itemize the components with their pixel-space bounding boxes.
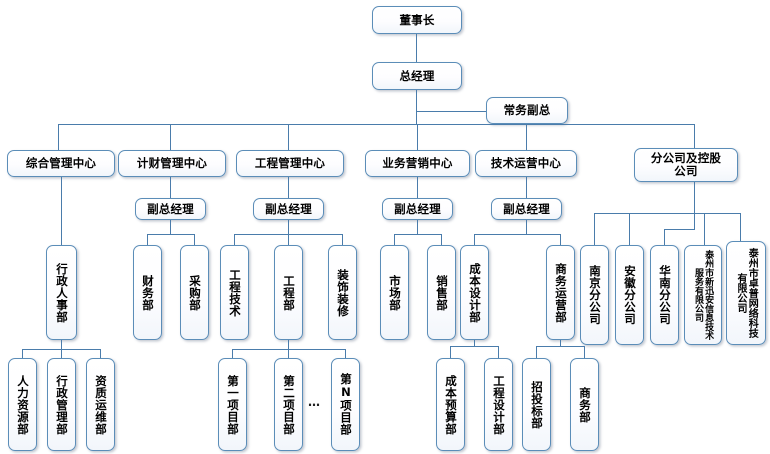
- node-dept-sales[interactable]: 销售部: [427, 245, 456, 340]
- node-dept-business-ops[interactable]: 商务运营部: [546, 245, 575, 340]
- node-dept-decoration[interactable]: 装饰装修: [328, 245, 357, 340]
- node-dept-business[interactable]: 商务部: [570, 358, 599, 451]
- connector-deputy-marketing-bus: [394, 234, 441, 236]
- connector-bus-to-branch-holding: [694, 124, 696, 150]
- connector-chairman-to-gm: [416, 34, 418, 62]
- connector-main-bus: [58, 124, 695, 126]
- node-branch-holding-companies[interactable]: 分公司及控股 公司: [634, 148, 738, 182]
- connector-admin-hr-stem: [61, 340, 63, 349]
- node-dept-admin-hr[interactable]: 行政人事部: [46, 245, 77, 340]
- connector-to-business-dept: [584, 346, 586, 358]
- connector-deputy-tech-stem: [526, 220, 528, 234]
- node-dept-eng-tech[interactable]: 工程技术: [220, 245, 249, 340]
- connector-to-project-dept-2: [288, 349, 290, 358]
- connector-to-market-dept: [394, 234, 396, 245]
- connector-bus-to-general-admin: [58, 124, 60, 150]
- connector-business-ops-bus: [536, 346, 584, 348]
- connector-to-engineering-dept: [288, 234, 290, 245]
- connector-deputy-tech-bus: [474, 234, 560, 236]
- node-dept-eng-design[interactable]: 工程设计部: [484, 358, 513, 451]
- connector-to-sales-dept: [441, 234, 443, 245]
- node-deputy-gm-tech[interactable]: 副总经理: [491, 198, 562, 220]
- node-dept-qualification-ops[interactable]: 资质运维部: [86, 358, 115, 451]
- node-dept-hr[interactable]: 人力资源部: [8, 358, 37, 451]
- node-dept-engineering[interactable]: 工程部: [274, 245, 303, 340]
- connector-to-hr-dept: [22, 349, 24, 358]
- node-branch-nanjing[interactable]: 南京分公司: [580, 245, 609, 345]
- node-dept-bidding[interactable]: 招投标部: [522, 358, 551, 451]
- node-branch-south-china[interactable]: 华南分公司: [650, 245, 679, 345]
- connector-branch-jog: [664, 229, 695, 231]
- connector-to-project-dept-1: [232, 349, 234, 358]
- connector-to-eng-tech-dept: [234, 234, 236, 245]
- connector-branch-bus-to-nanjing: [594, 213, 596, 245]
- connector-branch-bus-to-south-china: [664, 229, 666, 245]
- connector-gm-stem: [416, 90, 418, 124]
- connector-branch-holding-stem: [694, 182, 696, 213]
- connector-marketing-center-to-deputy: [417, 177, 419, 198]
- node-deputy-gm-engineering[interactable]: 副总经理: [253, 198, 324, 220]
- connector-deputy-finance-bus: [147, 234, 194, 236]
- node-dept-purchasing[interactable]: 采购部: [180, 245, 209, 340]
- node-deputy-gm-marketing[interactable]: 副总经理: [382, 198, 453, 220]
- connector-business-ops-stem: [560, 340, 562, 346]
- connector-to-admin-mgmt-dept: [61, 349, 63, 358]
- node-project-dept-1[interactable]: 第一项目部: [218, 358, 247, 451]
- connector-branch-bus: [594, 213, 740, 215]
- node-deputy-gm-finance[interactable]: 副总经理: [135, 198, 206, 220]
- node-branch-anhui[interactable]: 安徽分公司: [615, 245, 644, 345]
- connector-to-finance-dept: [147, 234, 149, 245]
- connector-branch-bus-to-xinxun: [704, 213, 706, 245]
- node-dept-admin-mgmt[interactable]: 行政管理部: [47, 358, 76, 451]
- node-project-dept-n[interactable]: 第N项目部: [331, 358, 360, 451]
- connector-cost-design-stem: [474, 340, 476, 346]
- node-dept-cost-budget[interactable]: 成本预算部: [436, 358, 465, 451]
- connector-engineering-center-to-deputy: [288, 177, 290, 198]
- node-center-business-marketing[interactable]: 业务营销中心: [365, 150, 470, 177]
- node-general-manager[interactable]: 总经理: [372, 62, 462, 90]
- connector-cost-design-bus: [450, 346, 498, 348]
- node-dept-market[interactable]: 市场部: [380, 245, 409, 340]
- connector-to-purchasing-dept: [194, 234, 196, 245]
- node-center-engineering[interactable]: 工程管理中心: [236, 150, 344, 177]
- connector-bus-to-engineering: [288, 124, 290, 150]
- connector-to-business-ops-dept: [560, 234, 562, 245]
- connector-branch-bus-drop: [694, 213, 696, 229]
- connector-bus-to-tech-ops: [526, 124, 528, 150]
- node-company-xinxun[interactable]: 泰州市新迅安信息技术服务有限公司: [684, 245, 722, 345]
- connector-general-admin-to-admin-hr: [61, 177, 63, 245]
- connector-bus-to-marketing: [417, 124, 419, 150]
- node-company-zhuopu[interactable]: 泰州市卓普网络科技有限公司: [726, 241, 766, 345]
- connector-to-bidding-dept: [536, 346, 538, 358]
- connector-tech-center-to-deputy: [526, 177, 528, 198]
- node-center-general-admin[interactable]: 综合管理中心: [7, 150, 115, 177]
- connector-gm-to-evp: [416, 111, 486, 113]
- node-chairman[interactable]: 董事长: [372, 6, 462, 34]
- connector-engineering-dept-stem: [288, 340, 290, 349]
- connector-branch-bus-to-anhui: [629, 213, 631, 245]
- branch-holding-line-1: 分公司及控股: [650, 150, 722, 165]
- connector-deputy-engineering-stem: [288, 220, 290, 234]
- node-dept-cost-design[interactable]: 成本设计部: [460, 245, 489, 340]
- node-executive-vp[interactable]: 常务副总: [486, 97, 568, 124]
- connector-deputy-marketing-stem: [417, 220, 419, 234]
- connector-to-qualification-ops-dept: [100, 349, 102, 358]
- connector-bus-to-finance-plan: [170, 124, 172, 150]
- connector-to-cost-budget-dept: [450, 346, 452, 358]
- node-center-tech-operations[interactable]: 技术运营中心: [475, 150, 577, 177]
- node-project-dept-2[interactable]: 第二项目部: [274, 358, 303, 451]
- connector-to-project-dept-n: [345, 349, 347, 358]
- connector-branch-bus-to-zhuopu: [740, 213, 742, 245]
- connector-to-cost-design-dept: [474, 234, 476, 245]
- connector-to-decoration-dept: [342, 234, 344, 245]
- connector-to-eng-design-dept: [498, 346, 500, 358]
- connector-deputy-finance-stem: [170, 220, 172, 234]
- node-center-finance-plan[interactable]: 计财管理中心: [118, 150, 226, 177]
- connector-finance-center-to-deputy: [170, 177, 172, 198]
- project-dept-ellipsis: …: [308, 395, 321, 409]
- node-dept-finance[interactable]: 财务部: [133, 245, 162, 340]
- branch-holding-line-2: 公司: [674, 164, 698, 178]
